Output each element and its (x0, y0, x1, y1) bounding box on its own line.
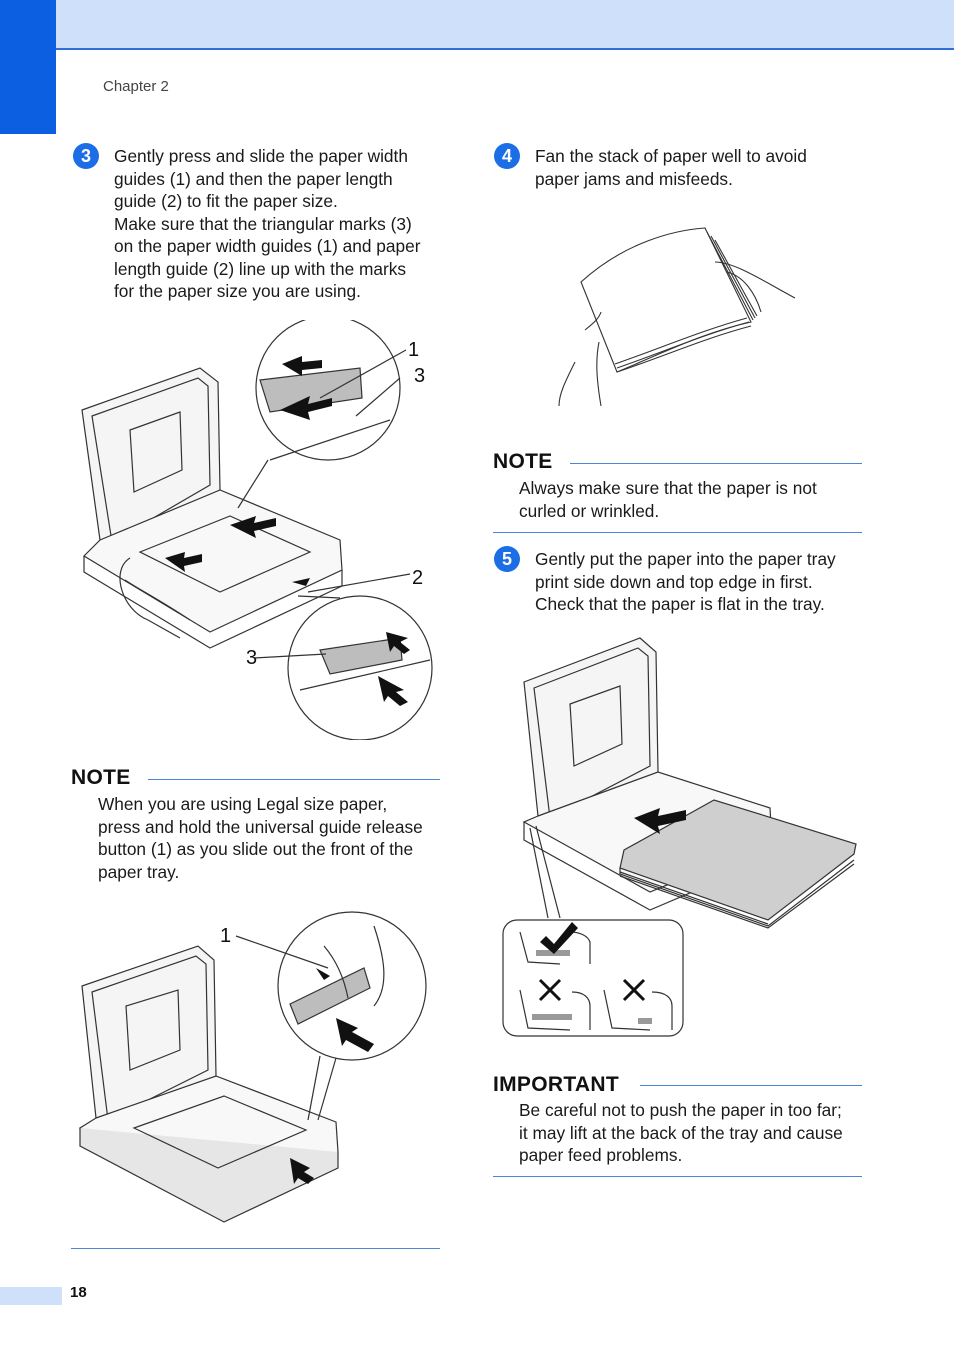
note-1-rule-top (148, 779, 440, 780)
callout-1-release: 1 (220, 925, 231, 947)
callout-2: 2 (412, 567, 423, 589)
important-text: Be careful not to push the paper in too … (519, 1100, 843, 1165)
note-2-rule-bottom (493, 532, 862, 533)
callout-1: 1 (408, 339, 419, 361)
chapter-tab (0, 0, 56, 134)
step-3-text: Gently press and slide the paper width g… (114, 146, 421, 301)
important-rule-bottom (493, 1176, 862, 1177)
load-paper-illustration (502, 637, 857, 1037)
page-number: 18 (70, 1284, 87, 1301)
important-rule-top (640, 1085, 862, 1086)
header-band (0, 0, 954, 50)
note-1-rule-bottom (71, 1248, 440, 1249)
callout-3-top: 3 (414, 365, 425, 387)
step-4-badge: 4 (494, 143, 520, 169)
note-2-rule-top (570, 463, 862, 464)
fan-paper-illustration (558, 227, 796, 407)
callout-3-bottom: 3 (246, 647, 257, 669)
paper-guide-illustration: 1 3 2 3 (81, 320, 433, 740)
page-number-band (0, 1287, 62, 1305)
guide-release-illustration: 1 (78, 911, 427, 1223)
step-5-badge: 5 (494, 546, 520, 572)
step-4-text: Fan the stack of paper well to avoid pap… (535, 146, 807, 189)
note-1-text: When you are using Legal size paper, pre… (98, 794, 423, 882)
note-2-text: Always make sure that the paper is not c… (519, 478, 817, 521)
note-2-title: NOTE (493, 450, 553, 473)
step-3-badge: 3 (73, 143, 99, 169)
chapter-label: Chapter 2 (103, 78, 169, 95)
important-title: IMPORTANT (493, 1073, 619, 1096)
note-1-title: NOTE (71, 766, 131, 789)
step-5-text: Gently put the paper into the paper tray… (535, 549, 836, 614)
